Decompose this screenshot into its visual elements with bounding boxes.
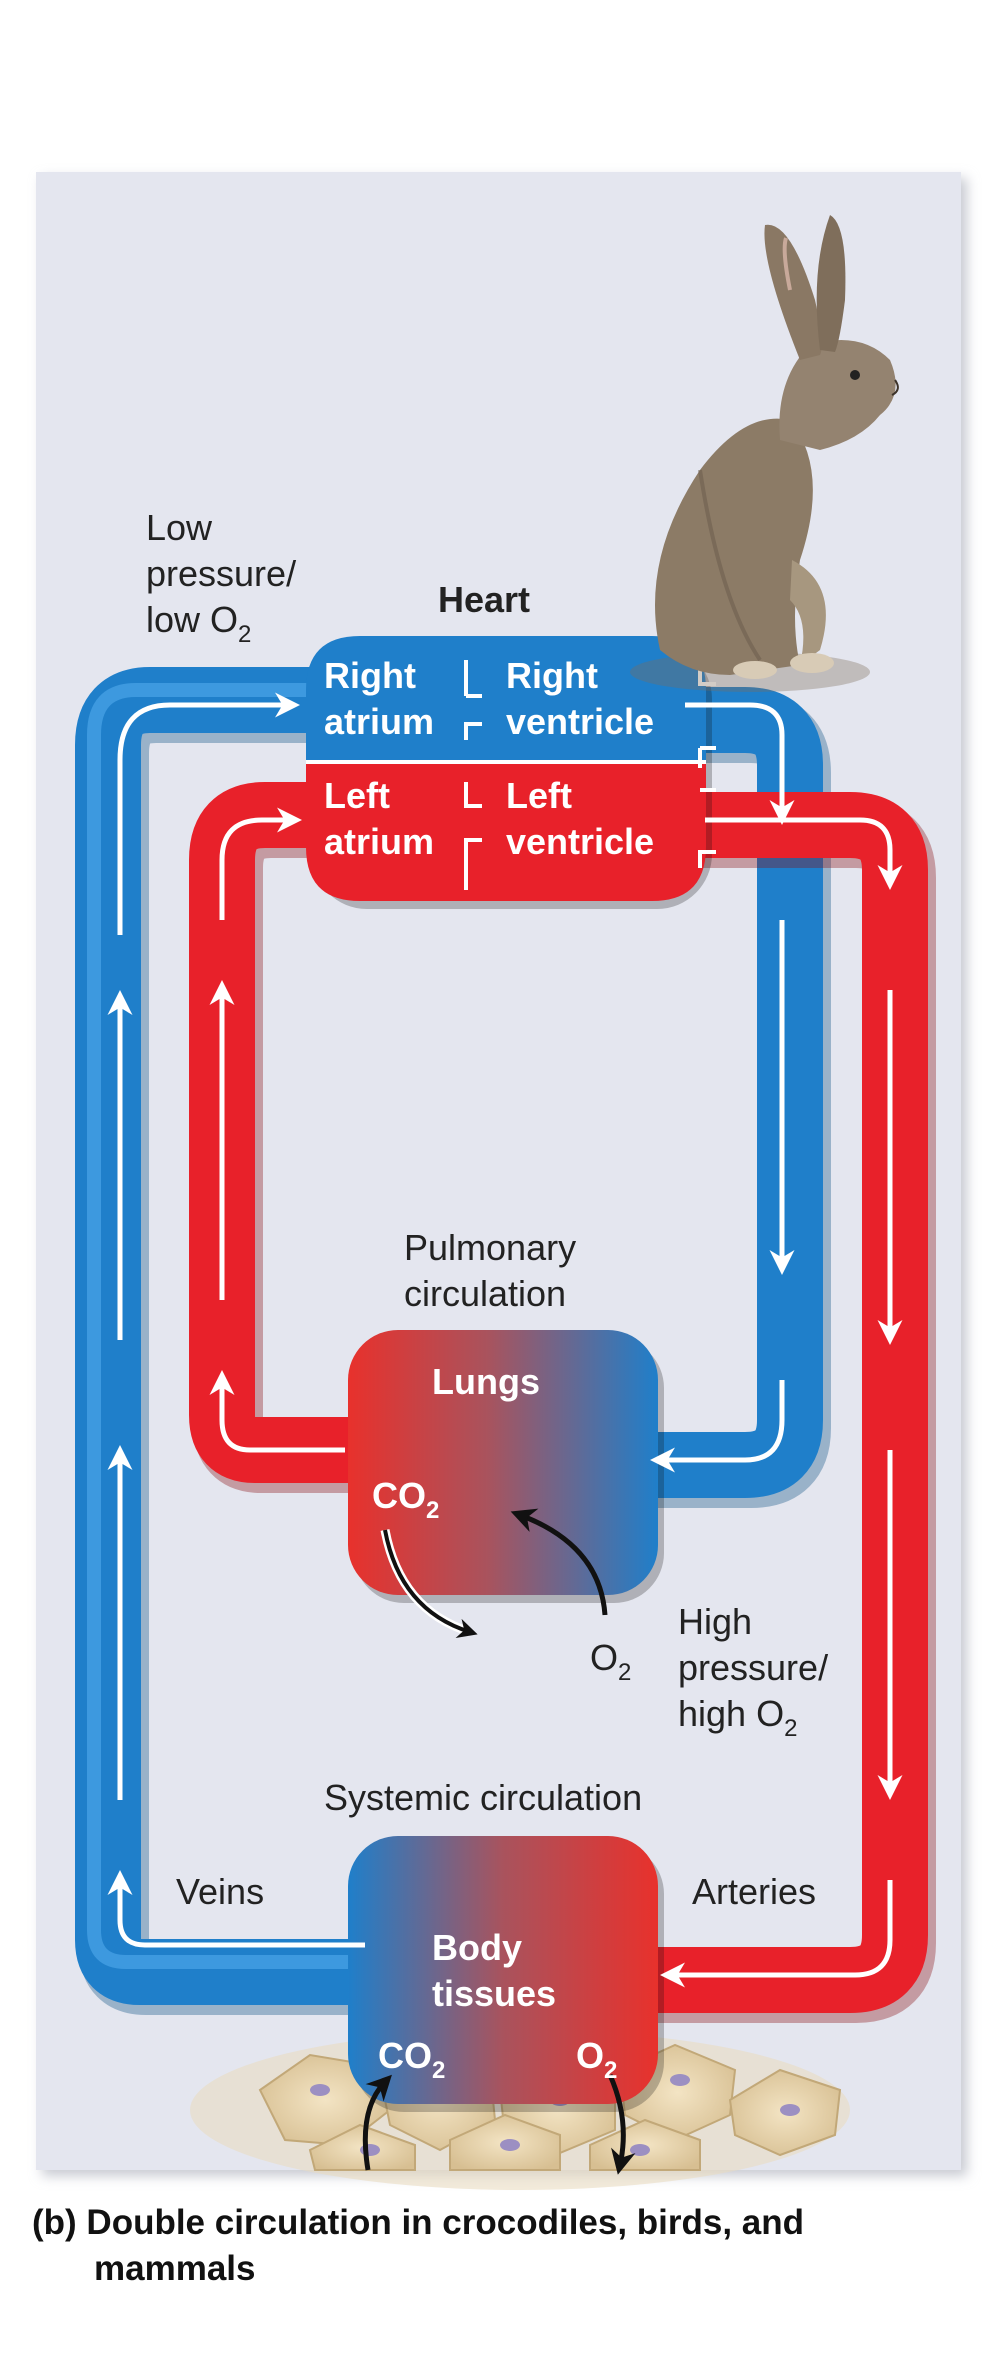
heart [306, 636, 716, 909]
lungs-co2-label: CO2 [372, 1475, 439, 1524]
arteries-label: Arteries [692, 1871, 816, 1912]
left-atrium-label-line2: atrium [324, 821, 434, 862]
flow-arrow [685, 702, 795, 825]
flow-arrow [705, 817, 903, 890]
pulmonary-circulation-label-line2: circulation [404, 1273, 566, 1314]
caption-line2: mammals [94, 2249, 256, 2288]
flow-arrow [117, 692, 300, 935]
body-tissues-label-line2: tissues [432, 1973, 556, 2014]
rabbit-head [779, 340, 896, 450]
lungs-co2-arrow [383, 1529, 478, 1638]
caption-line1: (b) Double circulation in crocodiles, bi… [32, 2203, 805, 2242]
veins-highlight [87, 683, 356, 1969]
lungs-organ [348, 1330, 664, 1603]
left-ventricle-label-line2: ventricle [506, 821, 654, 862]
low-pressure-label-line1: Low [146, 507, 213, 548]
flow-arrow [650, 1380, 785, 1473]
body-o2-label: O2 [576, 2035, 617, 2084]
flow-arrow [107, 1870, 365, 1948]
rabbit-ear [764, 224, 822, 360]
high-pressure-label-line1: High [678, 1601, 752, 1642]
heart-left-side [306, 760, 706, 901]
flow-arrow [219, 807, 302, 920]
flow-arrows [107, 692, 903, 1988]
left-ventricle-label-line1: Left [506, 775, 572, 816]
veins-vessel [75, 667, 370, 2005]
right-atrium-label-line2: atrium [324, 701, 434, 742]
arteries-vessel [640, 792, 928, 2013]
rabbit-illustration [630, 215, 899, 692]
flow-arrow [660, 1880, 893, 1988]
body-o2-arrow [607, 2073, 636, 2175]
figure-caption: (b) Double circulation in crocodiles, bi… [32, 2200, 932, 2292]
flow-arrow [209, 1370, 345, 1453]
left-atrium-label-line1: Left [324, 775, 390, 816]
low-pressure-label-line2: pressure/ [146, 553, 296, 594]
right-atrium-label-line1: Right [324, 655, 416, 696]
body-tissues-organ [348, 1836, 664, 2112]
rabbit-ear [816, 215, 846, 352]
lungs-label: Lungs [432, 1361, 540, 1402]
pulmonary-artery-vessel [640, 687, 823, 1498]
lungs-o2-label: O2 [590, 1637, 631, 1686]
veins-label: Veins [176, 1871, 264, 1912]
systemic-circulation-label: Systemic circulation [324, 1777, 642, 1818]
heart-title: Heart [438, 579, 530, 620]
low-pressure-label-line3: low O2 [146, 599, 251, 648]
body-co2-arrow [362, 2074, 392, 2171]
heart-right-side [306, 636, 706, 760]
right-ventricle-label-line2: ventricle [506, 701, 654, 742]
high-pressure-label-line2: pressure/ [678, 1647, 828, 1688]
lungs-o2-arrow [510, 1508, 608, 1616]
rabbit-body [655, 418, 813, 675]
pulmonary-circulation-label-line1: Pulmonary [404, 1227, 576, 1268]
high-pressure-label-line3: high O2 [678, 1693, 797, 1742]
body-tissues-label-line1: Body [432, 1927, 522, 1968]
right-ventricle-label-line1: Right [506, 655, 598, 696]
body-co2-label: CO2 [378, 2035, 445, 2084]
